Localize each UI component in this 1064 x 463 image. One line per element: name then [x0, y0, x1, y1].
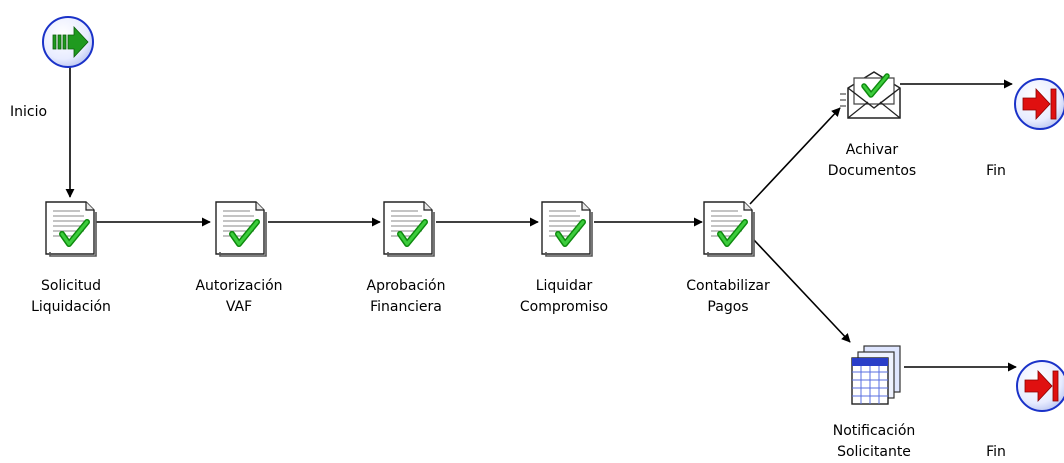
- start-label: Inicio: [10, 102, 47, 123]
- step-label-line: Solicitud: [40, 278, 102, 294]
- step-label-line: Financiera: [370, 299, 442, 315]
- step-label-line: VAF: [225, 299, 253, 315]
- step-autorizacion-icon[interactable]: [216, 202, 266, 256]
- end-exit-icon[interactable]: [1016, 360, 1064, 412]
- mail-approved-icon[interactable]: [840, 71, 901, 119]
- step-label-archivar: Achivar Documentos: [810, 140, 934, 182]
- step-label-line: Autorización: [195, 278, 283, 294]
- step-solicitud-icon[interactable]: [46, 202, 96, 256]
- step-label-line: Documentos: [827, 163, 917, 179]
- step-aprobacion-icon[interactable]: [384, 202, 434, 256]
- step-label-contabilizar: Contabilizar Pagos: [666, 276, 790, 318]
- end-label-bottom: Fin: [976, 442, 1016, 463]
- step-label-autorizacion: Autorización VAF: [176, 276, 302, 318]
- step-label-line: Liquidar: [535, 278, 593, 294]
- step-label-line: Compromiso: [519, 299, 609, 315]
- end-exit-icon[interactable]: [1014, 78, 1064, 130]
- start-arrow-icon[interactable]: [42, 16, 94, 68]
- step-label-line: Pagos: [707, 299, 749, 315]
- step-label-line: Contabilizar: [686, 278, 770, 294]
- step-label-liquidar: Liquidar Compromiso: [502, 276, 626, 318]
- calendar-notification-icon[interactable]: [851, 345, 901, 405]
- connector-contabilizar-notificacion: [753, 239, 851, 343]
- end-label-top: Fin: [976, 161, 1016, 182]
- step-label-aprobacion: Aprobación Financiera: [344, 276, 468, 318]
- end-label-text: Fin: [986, 444, 1006, 460]
- step-label-line: Achivar: [845, 142, 899, 158]
- start-label-text: Inicio: [10, 104, 48, 120]
- step-contabilizar-icon[interactable]: [704, 202, 754, 256]
- step-label-notificacion: Notificación Solicitante: [810, 421, 938, 463]
- step-label-line: Aprobación: [366, 278, 446, 294]
- step-label-line: Solicitante: [837, 444, 911, 460]
- end-label-text: Fin: [986, 163, 1006, 179]
- step-liquidar-icon[interactable]: [542, 202, 592, 256]
- connectors: [65, 64, 1017, 372]
- connector-contabilizar-archivar: [749, 107, 841, 205]
- step-label-line: Notificación: [832, 423, 916, 439]
- step-label-solicitud: Solicitud Liquidación: [10, 276, 132, 318]
- step-label-line: Liquidación: [31, 299, 111, 315]
